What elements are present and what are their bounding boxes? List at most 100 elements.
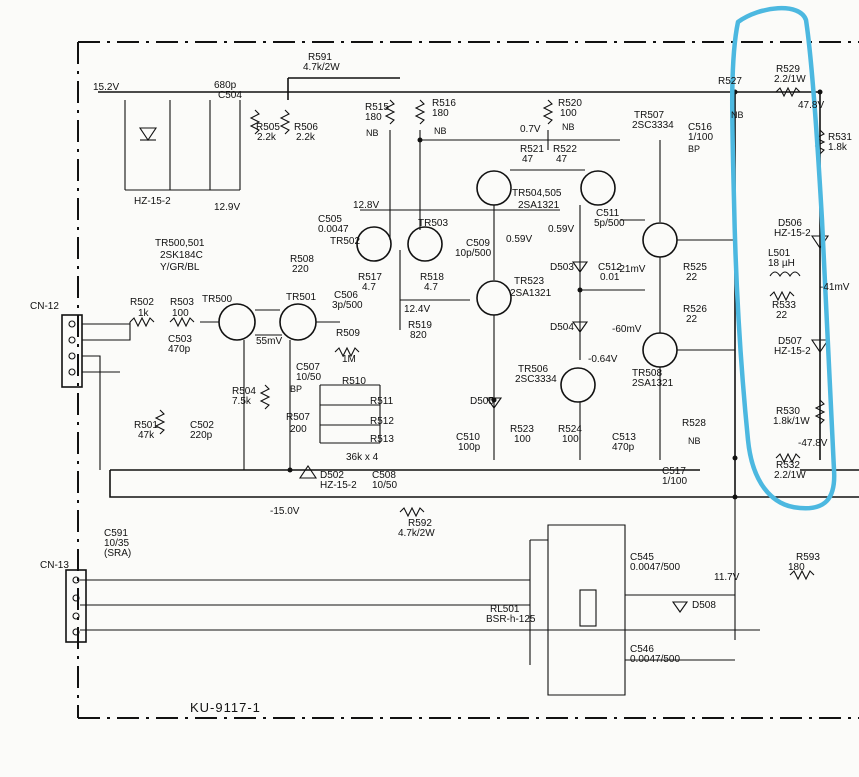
r510-label: R510 — [342, 376, 366, 387]
d505-label: D505 — [470, 396, 494, 407]
v55mv-label: 55mV — [256, 336, 282, 347]
tr501-label: TR501 — [286, 292, 316, 303]
r504-body — [259, 384, 271, 410]
r523-value: 100 — [514, 434, 531, 445]
d508-symbol — [671, 601, 689, 613]
r525-label: R525 — [683, 262, 707, 273]
d503-label: D503 — [550, 262, 574, 273]
r515-value: 180 — [365, 112, 382, 123]
d507-label: D507 — [778, 336, 802, 347]
l501-label: L501 — [768, 248, 791, 259]
c509-label: C509 — [466, 238, 490, 249]
r528-label: R528 — [682, 418, 706, 429]
neg-rail — [109, 469, 859, 498]
c513-label: C513 — [612, 432, 636, 443]
r519-value: 820 — [410, 330, 427, 341]
r593-label: R593 — [796, 552, 820, 563]
v12-9-label: 12.9V — [214, 202, 240, 213]
r516-body — [414, 99, 426, 125]
c502-label: C502 — [190, 420, 214, 431]
r508-label: R508 — [290, 254, 314, 265]
minus47-label: -47.8V — [798, 438, 828, 449]
r505-value: 2.2k — [257, 132, 277, 143]
r527-nb: NB — [731, 110, 744, 120]
tr502-symbol — [356, 226, 392, 262]
tr508-symbol — [642, 332, 678, 368]
cn13-body — [65, 569, 87, 643]
rl501-type: BSR-h-125 — [486, 614, 536, 625]
cn12-pins — [68, 320, 76, 376]
r508-value: 220 — [292, 264, 309, 275]
r511-label: R511 — [370, 396, 394, 407]
r592-label: R592 — [408, 518, 432, 529]
board-outline — [77, 41, 859, 719]
r592-body — [399, 506, 425, 518]
r506-label: R506 — [294, 122, 318, 133]
r509-value: 1M — [342, 354, 356, 365]
r524-value: 100 — [562, 434, 579, 445]
tr500-symbol — [218, 303, 256, 341]
r502-body — [129, 316, 155, 328]
c505-value: 0.0047 — [318, 224, 349, 235]
r529-body — [775, 86, 801, 98]
c591-sra: (SRA) — [104, 548, 131, 559]
tr508-type: 2SA1321 — [632, 378, 674, 389]
fet-wires — [200, 309, 340, 470]
c510-label: C510 — [456, 432, 480, 443]
c516-value: 1/100 — [688, 132, 713, 143]
r591-label: R591 — [308, 52, 332, 63]
v21mv-label: -21mV — [616, 264, 646, 275]
relay-wiring — [80, 497, 760, 696]
r509-label: R509 — [336, 328, 360, 339]
r530-body — [814, 399, 826, 425]
r526-value: 22 — [686, 314, 698, 325]
c591-value: 10/35 — [104, 538, 129, 549]
rl501-label: RL501 — [490, 604, 520, 615]
v064-label: -0.64V — [588, 354, 618, 365]
cn12-leads — [82, 322, 131, 470]
c502-value: 220p — [190, 430, 213, 441]
r515-nb: NB — [366, 128, 379, 138]
r503-label: R503 — [170, 297, 194, 308]
r525-value: 22 — [686, 272, 698, 283]
r531-label: R531 — [828, 132, 852, 143]
r522-value: 47 — [556, 154, 568, 165]
c506-label: C506 — [334, 290, 358, 301]
d506-label: D506 — [778, 218, 802, 229]
r531-body — [814, 129, 826, 155]
r505-body — [249, 109, 261, 135]
r506-value: 2.2k — [296, 132, 316, 143]
r520-label: R520 — [558, 98, 582, 109]
l501-value: 18 µH — [768, 258, 795, 269]
res-array-label: 36k x 4 — [346, 452, 379, 463]
c513-value: 470p — [612, 442, 635, 453]
c511-label: C511 — [596, 208, 620, 219]
hz-zener — [138, 127, 158, 141]
r509-body — [334, 346, 360, 358]
r504-label: R504 — [232, 386, 256, 397]
r515-label: R515 — [365, 102, 389, 113]
r526-label: R526 — [683, 304, 707, 315]
r592-value: 4.7k/2W — [398, 528, 435, 539]
r520-nb: NB — [562, 122, 575, 132]
d508-label: D508 — [692, 600, 716, 611]
c510-value: 100p — [458, 442, 481, 453]
cn13-pins — [72, 576, 80, 636]
v12-4-label: 12.4V — [404, 304, 430, 315]
highlight-loop — [729, 6, 837, 511]
r530-value: 1.8k/1W — [773, 416, 810, 427]
c507-bp: BP — [290, 384, 302, 394]
tr500-type: 2SK184C — [160, 250, 203, 261]
r533-label: R533 — [772, 300, 796, 311]
hz-type: HZ-15-2 — [134, 196, 171, 207]
v12-8-label: 12.8V — [353, 200, 379, 211]
c512-label: C512 — [598, 262, 622, 273]
tr507-label: TR507 — [634, 110, 664, 121]
rail-neg15: -15.0V — [270, 506, 300, 517]
r518-value: 4.7 — [424, 282, 438, 293]
cn12-label: CN-12 — [30, 301, 59, 312]
c503-label: C503 — [168, 334, 192, 345]
c505-label: C505 — [318, 214, 342, 225]
r516-nb: NB — [434, 126, 447, 136]
